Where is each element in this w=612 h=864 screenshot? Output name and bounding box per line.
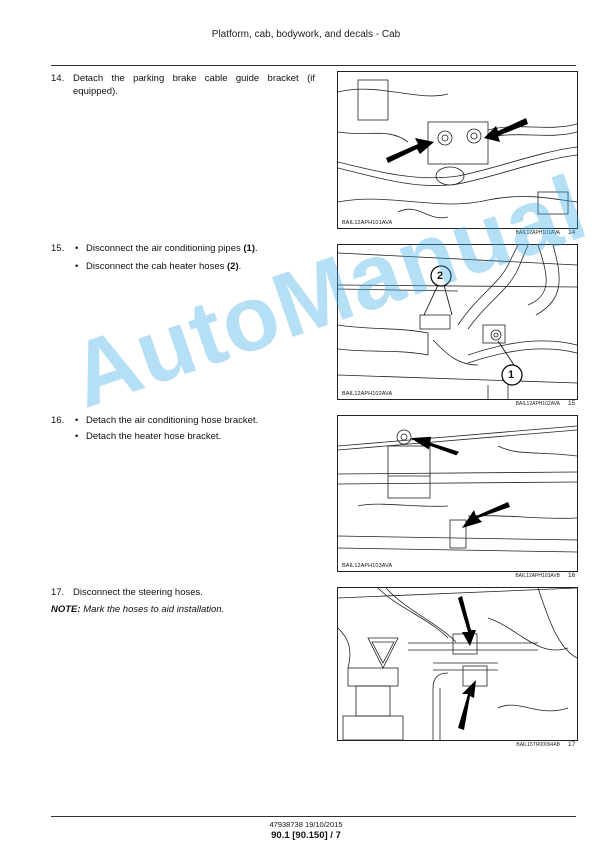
figure-17-drawing xyxy=(338,588,577,740)
note-label: NOTE: xyxy=(51,604,81,615)
callout-1: 1 xyxy=(508,369,515,381)
page-header-title: Platform, cab, bodywork, and decals - Ca… xyxy=(211,29,401,40)
figure-caption: BAIL12APH101AVA xyxy=(515,230,560,236)
step-text: Detach the parking brake cable guide bra… xyxy=(73,73,315,97)
figure-number: 14 xyxy=(568,229,576,236)
step-number: 15. xyxy=(51,243,65,254)
figure-14-drawing xyxy=(338,79,577,219)
step-16: 16. xyxy=(51,414,321,428)
bullet-text: Detach the heater hose bracket. xyxy=(86,431,222,442)
step-number: 16. xyxy=(51,415,65,426)
bullet-text: Disconnect the air conditioning pipes (1… xyxy=(86,243,258,254)
figure-number: 17 xyxy=(568,741,576,748)
bullet-icon: • xyxy=(75,243,79,254)
bullet-item: • Detach the air conditioning hose brack… xyxy=(75,414,315,428)
bullet-item: • Detach the heater hose bracket. xyxy=(75,430,315,444)
step-14: 14. Detach the parking brake cable guide… xyxy=(51,72,321,102)
bullet-icon: • xyxy=(75,431,79,442)
footer-document-id: 47938738 19/10/2015 xyxy=(269,820,343,829)
footer-divider xyxy=(51,816,576,817)
figure-number: 15 xyxy=(568,400,576,407)
bullet-icon: • xyxy=(75,261,79,272)
figure-16-drawing xyxy=(338,425,577,553)
step-number: 17. xyxy=(51,587,65,598)
header-divider xyxy=(51,65,576,66)
step-text: Disconnect the steering hoses. xyxy=(73,587,203,598)
figure-code: BAIL12APH101AVA xyxy=(341,220,394,226)
figure-caption: BAIL12APH102AVA xyxy=(515,401,560,407)
bullet-text: Disconnect the cab heater hoses (2). xyxy=(86,261,242,272)
bullet-icon: • xyxy=(75,415,79,426)
figure-17-image xyxy=(337,587,578,741)
step-15: 15. xyxy=(51,242,321,272)
bullet-item: • Disconnect the cab heater hoses (2). xyxy=(75,260,315,274)
callout-2: 2 xyxy=(437,270,444,282)
figure-caption: BAIL12APH103AVB xyxy=(515,573,560,579)
figure-number: 16 xyxy=(568,572,576,579)
figure-15-drawing xyxy=(338,245,577,399)
bullet-item: • Disconnect the air conditioning pipes … xyxy=(75,242,315,256)
figure-caption: BAIL15TR00094AB xyxy=(516,742,560,748)
bullet-text: Detach the air conditioning hose bracket… xyxy=(86,415,259,426)
figure-code: BAIL12APH102AVA xyxy=(341,391,394,397)
figure-14-image: BAIL12APH101AVA xyxy=(337,71,578,229)
footer-page-number: 90.1 [90.150] / 7 xyxy=(271,830,341,841)
note: NOTE: Mark the hoses to aid installation… xyxy=(51,604,224,615)
figure-code: BAIL12APH103AVA xyxy=(341,563,394,569)
figure-16-image: BAIL12APH103AVA xyxy=(337,415,578,572)
step-17: 17. Disconnect the steering hoses. xyxy=(51,586,321,600)
note-text: Mark the hoses to aid installation. xyxy=(80,604,225,615)
figure-15-image: 2 1 BAIL12APH102AVA xyxy=(337,244,578,400)
step-number: 14. xyxy=(51,73,65,84)
